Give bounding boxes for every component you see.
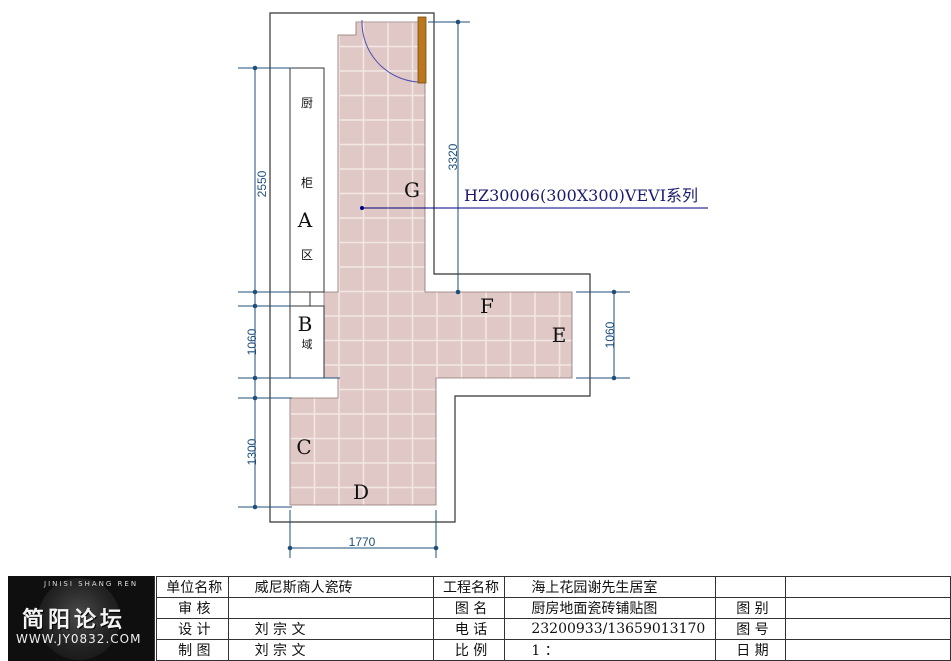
title-key-k3 [715, 576, 786, 598]
floor-plan-drawing: 2550 1060 1300 1770 3320 1060 厨 柜 A 区 B … [238, 12, 708, 558]
title-key-k2: 工程名称 [432, 576, 506, 598]
tile-leader-dot [360, 206, 364, 210]
title-value-v3 [784, 597, 951, 619]
title-block-table: 单位名称威尼斯商人瓷砖工程名称海上花园谢先生居室审 核图 名厨房地面瓷砖铺贴图图… [156, 576, 951, 661]
title-key-k3: 日 期 [715, 639, 786, 661]
title-value-v2: 1 ： [504, 639, 716, 661]
dim-right-middle: 1060 [603, 321, 617, 348]
cabinet-label-chu: 厨 [301, 96, 313, 110]
dim-left-middle: 1060 [245, 328, 259, 355]
forum-logo: JINISI SHANG REN 简阳论坛 WWW.JY0832.COM [8, 576, 155, 661]
cabinet-notch [289, 291, 311, 307]
title-value-v3 [784, 576, 951, 598]
title-value-v3 [784, 639, 951, 661]
title-key-k1: 设 计 [156, 618, 229, 640]
cabinet-strip-upper [289, 67, 325, 293]
title-key-k1: 制 图 [156, 639, 229, 661]
dim-left-upper: 2550 [255, 170, 269, 197]
title-key-k3: 图 别 [715, 597, 786, 619]
zone-e-label: E [552, 323, 567, 347]
outer-wall [269, 12, 591, 523]
logo-arc-text: JINISI SHANG REN [44, 580, 139, 588]
tile-spec-label: HZ30006(300X300)VEVI系列 [464, 186, 698, 205]
title-value-v2: 23200933/13659013170 [504, 618, 716, 640]
dim-bottom: 1770 [349, 535, 376, 549]
cabinet-label-a: A [297, 208, 313, 232]
title-block-row: 单位名称威尼斯商人瓷砖工程名称海上花园谢先生居室 [156, 576, 951, 598]
dim-right-top: 3320 [446, 143, 460, 170]
title-key-k1: 审 核 [156, 597, 229, 619]
cabinet-label-qu: 区 [301, 248, 313, 262]
cabinet-strip-lower [289, 305, 325, 379]
title-key-k2: 比 例 [432, 639, 506, 661]
title-value-v2: 厨房地面瓷砖铺贴图 [504, 597, 716, 619]
title-value-v2: 海上花园谢先生居室 [504, 576, 716, 598]
title-value-v1: 刘 宗 文 [227, 639, 434, 661]
dimension-dots [252, 19, 617, 551]
door-swing-arc [361, 19, 419, 83]
zone-c-label: C [296, 435, 311, 459]
title-key-k2: 电 话 [432, 618, 506, 640]
title-block-row: 审 核 图 名厨房地面瓷砖铺贴图图 别 [156, 597, 951, 619]
title-value-v1 [227, 597, 434, 619]
title-key-k1: 单位名称 [156, 576, 229, 598]
zone-f-label: F [480, 294, 494, 318]
cabinet-label-yu: 域 [302, 338, 313, 351]
zone-d-label: D [353, 480, 369, 504]
title-key-k2: 图 名 [432, 597, 506, 619]
cabinet-label-gui: 柜 [301, 176, 313, 190]
door-panel [417, 16, 427, 84]
title-block: JINISI SHANG REN 简阳论坛 WWW.JY0832.COM 单位名… [8, 576, 951, 661]
title-key-k3: 图 号 [715, 618, 786, 640]
logo-emblem [38, 578, 120, 660]
zone-g-label: G [404, 178, 420, 202]
tile-floor [290, 22, 572, 505]
logo-text: 简阳论坛 [22, 608, 127, 633]
title-value-v3 [784, 618, 951, 640]
cabinet-label-b: B [298, 312, 313, 336]
title-value-v1: 威尼斯商人瓷砖 [227, 576, 434, 598]
logo-url: WWW.JY0832.COM [16, 632, 142, 646]
dim-left-lower: 1300 [245, 438, 259, 465]
title-value-v1: 刘 宗 文 [227, 618, 434, 640]
